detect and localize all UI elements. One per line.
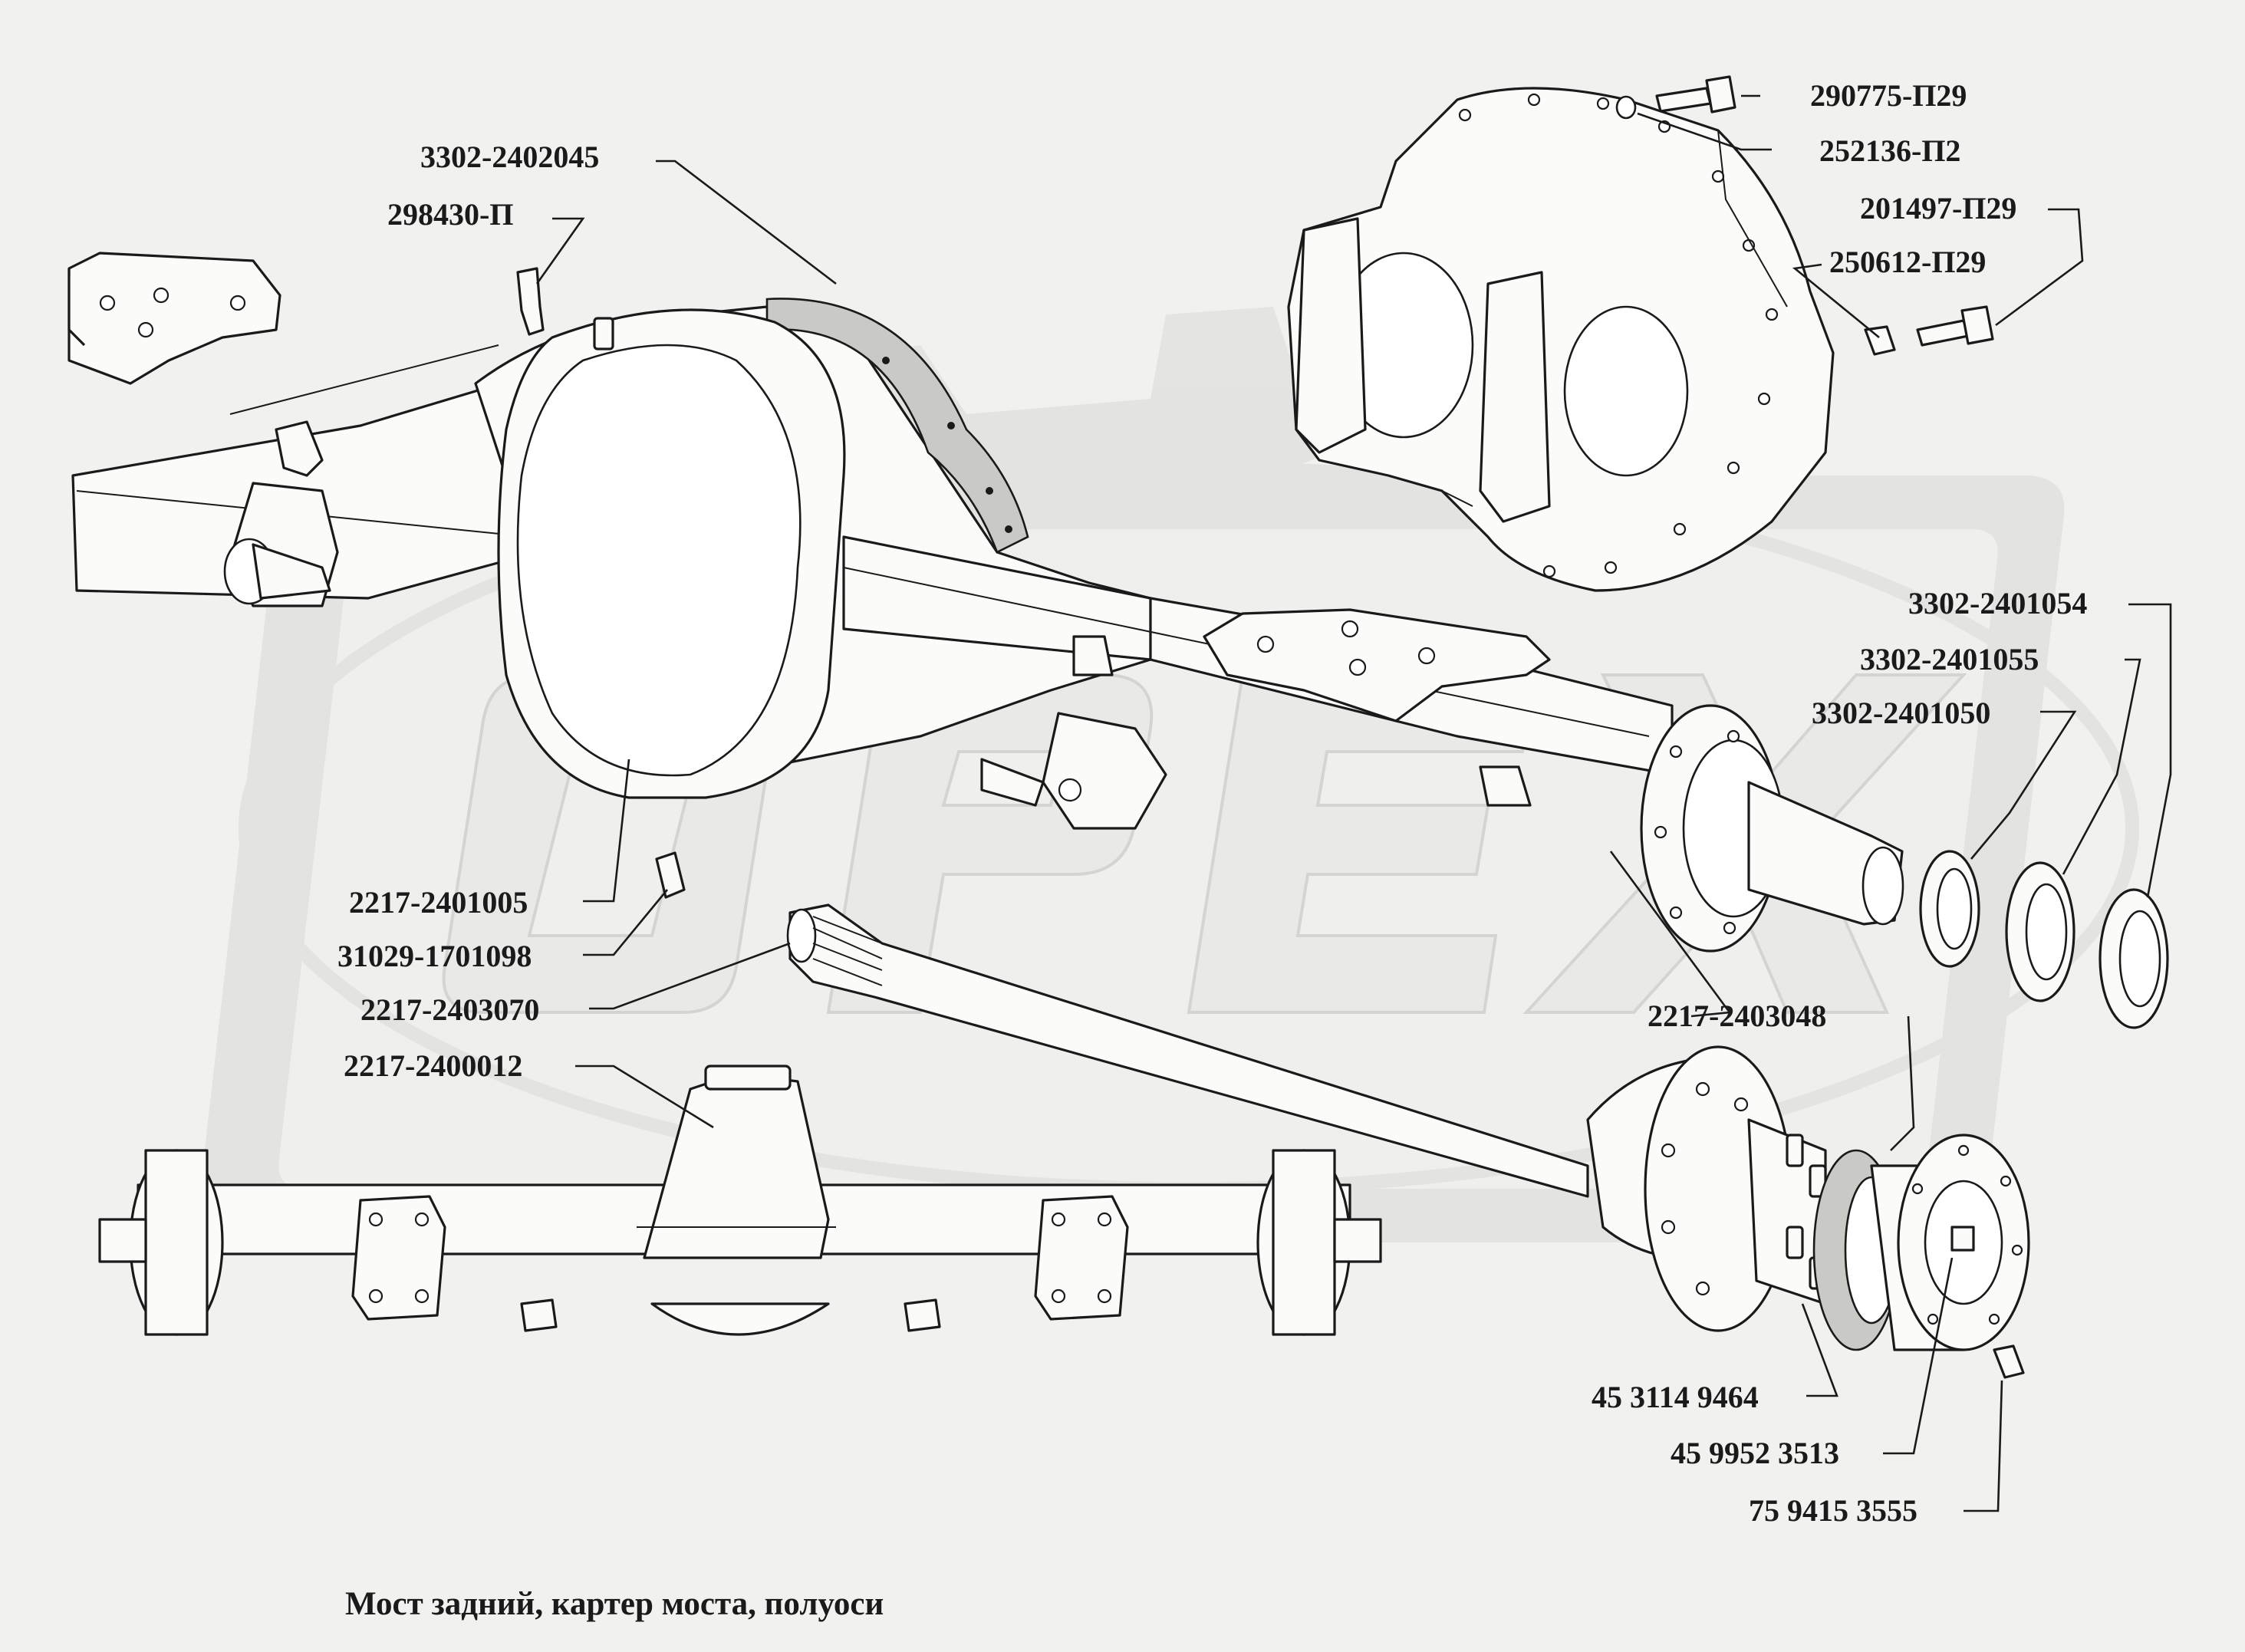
part-label: 75 9415 3555	[1749, 1493, 1917, 1528]
part-label: 45 9952 3513	[1671, 1436, 1839, 1470]
part-label: 2217-2401005	[349, 885, 528, 920]
part-label: 2217-2403070	[360, 992, 539, 1027]
part-label: 298430-П	[387, 197, 513, 232]
part-label: 252136-П2	[1819, 133, 1960, 168]
part-label: 3302-2401054	[1908, 586, 2087, 620]
part-label: 45 3114 9464	[1592, 1380, 1759, 1414]
part-label: 290775-П29	[1810, 78, 1967, 113]
part-label: 250612-П29	[1829, 245, 1986, 279]
spindle-nuts	[1919, 850, 2169, 1029]
part-label: 31029-1701098	[337, 939, 532, 973]
part-labels: 3302-2402045 298430-П 290775-П29 252136-…	[337, 78, 2087, 1528]
axle-assembly-overview	[98, 1065, 1382, 1336]
diagram-caption: Мост задний, картер моста, полуоси	[345, 1586, 884, 1622]
fasteners-top-right	[1615, 75, 1994, 356]
part-label: 3302-2401050	[1812, 696, 1990, 730]
part-label: 201497-П29	[1860, 191, 2016, 225]
part-label: 2217-2400012	[344, 1048, 522, 1083]
differential-carrier	[1287, 87, 1835, 592]
part-label: 3302-2402045	[420, 140, 599, 174]
leader-lines	[535, 94, 2172, 1512]
part-label: 3302-2401055	[1860, 642, 2039, 676]
axle-shaft	[786, 903, 1589, 1198]
part-label: 2217-2403048	[1648, 999, 1826, 1033]
axle-housing-assembly	[67, 252, 1904, 953]
wheel-hub	[1586, 1045, 2030, 1379]
